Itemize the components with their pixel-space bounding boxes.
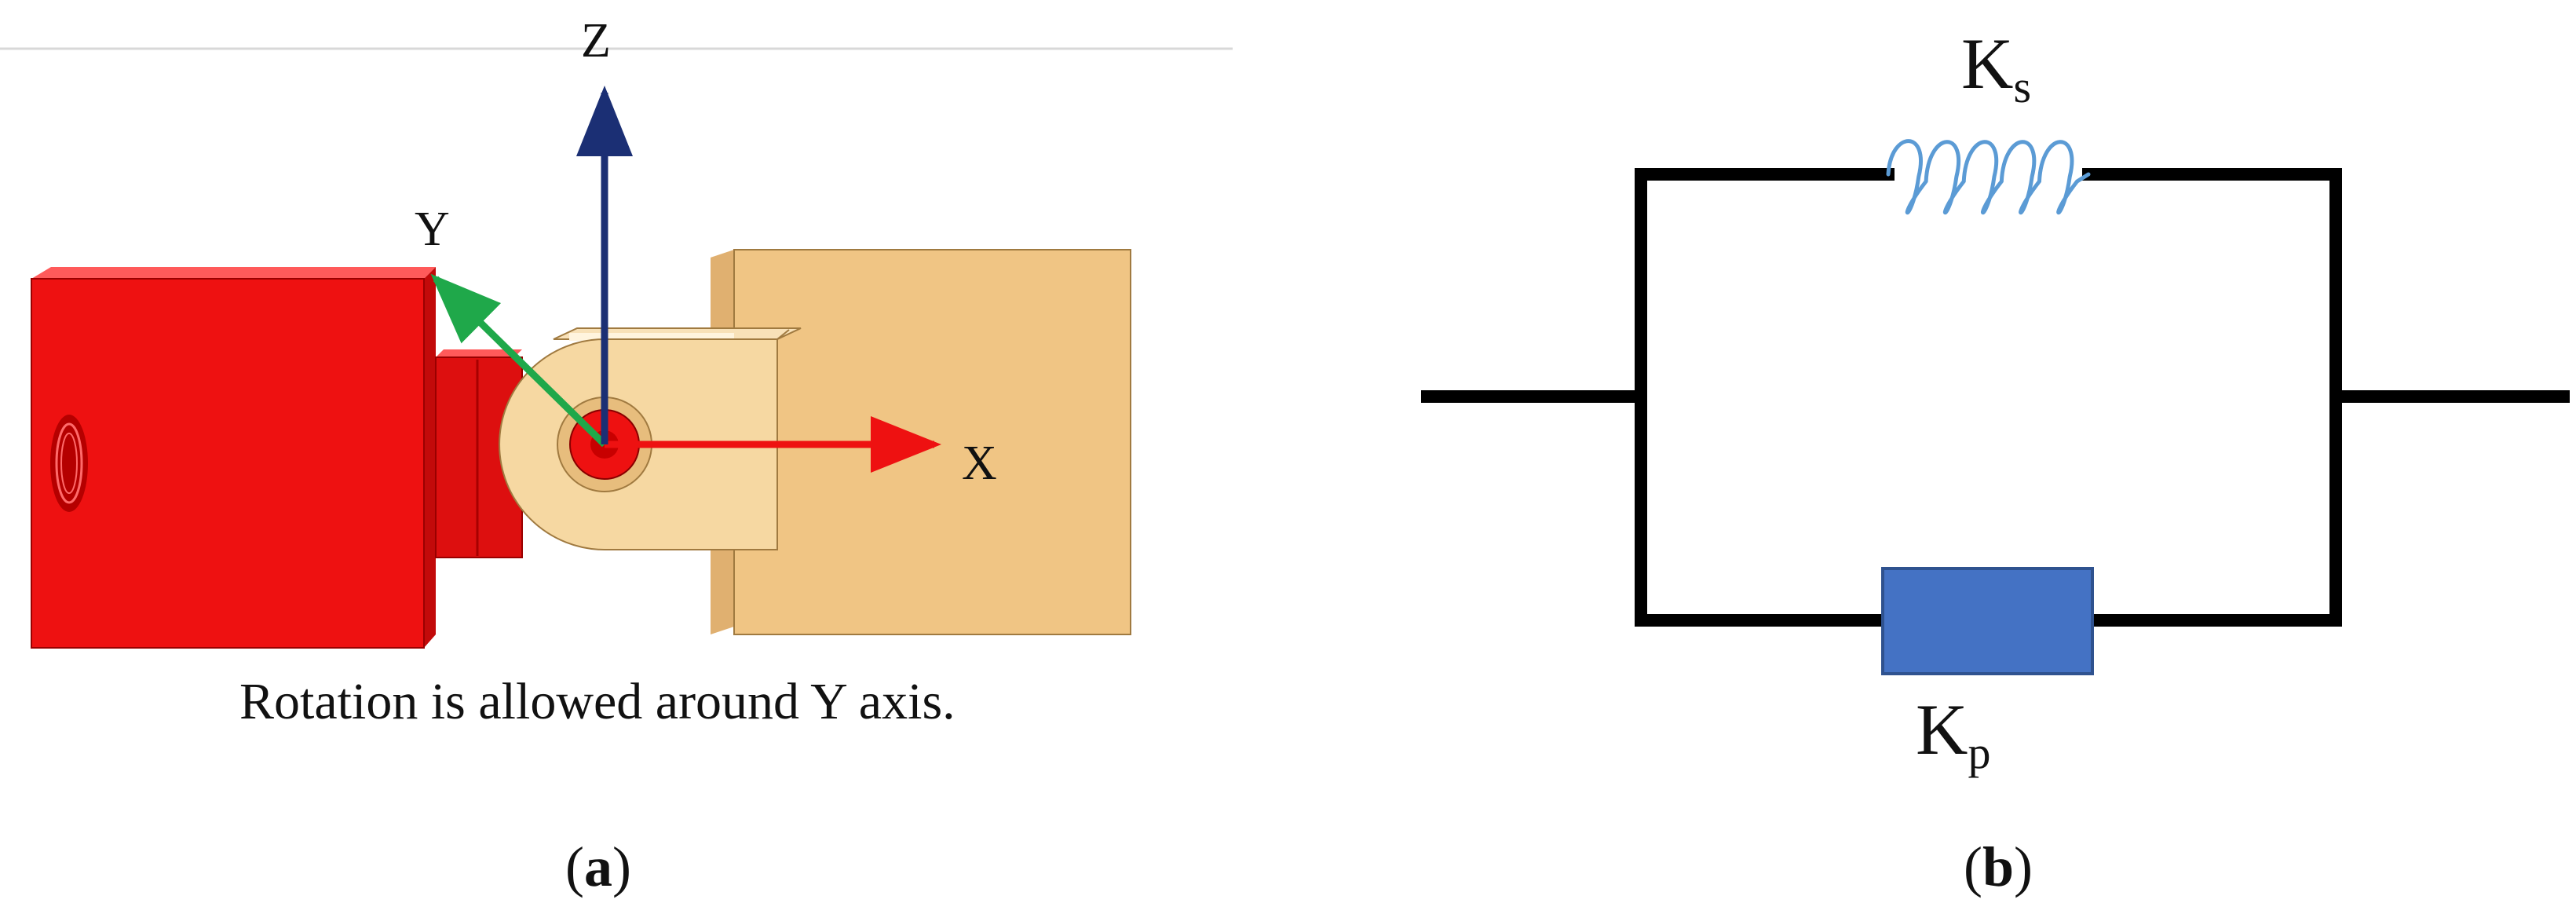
bottom-left-branch [1635,390,1889,627]
damper-label: Kp [1916,689,1990,778]
threaded-hole-icon [50,415,88,512]
y-axis-arrow [430,273,608,448]
damper-box [1881,567,2094,675]
x-axis-label: X [962,437,997,490]
red-block-right-face [424,267,436,648]
clevis-slot [569,333,734,341]
clevis-edge [776,329,790,340]
panel-b-label: (b) [1964,835,2033,898]
red-block-front-face [31,278,425,649]
bottom-right-branch [2086,390,2342,627]
spring-label: Ks [1961,24,2031,112]
red-neck-top-face [436,349,522,357]
clevis-arm [499,327,802,550]
circuit-wires [1421,168,2570,627]
red-block-top-face [31,267,436,279]
red-block [31,267,436,649]
top-right-branch [2082,168,2342,403]
spring-icon [1886,139,2091,215]
y-axis-label: Y [415,203,450,256]
z-axis-label: Z [581,14,611,68]
panel-a: X Y Z Rotation is allowed around Y axis.… [0,14,1233,898]
panel-a-label: (a) [565,835,631,898]
top-left-branch [1635,168,1895,403]
panel-b: Ks Kp (b) [1421,24,2570,898]
panel-a-caption: Rotation is allowed around Y axis. [239,673,955,730]
